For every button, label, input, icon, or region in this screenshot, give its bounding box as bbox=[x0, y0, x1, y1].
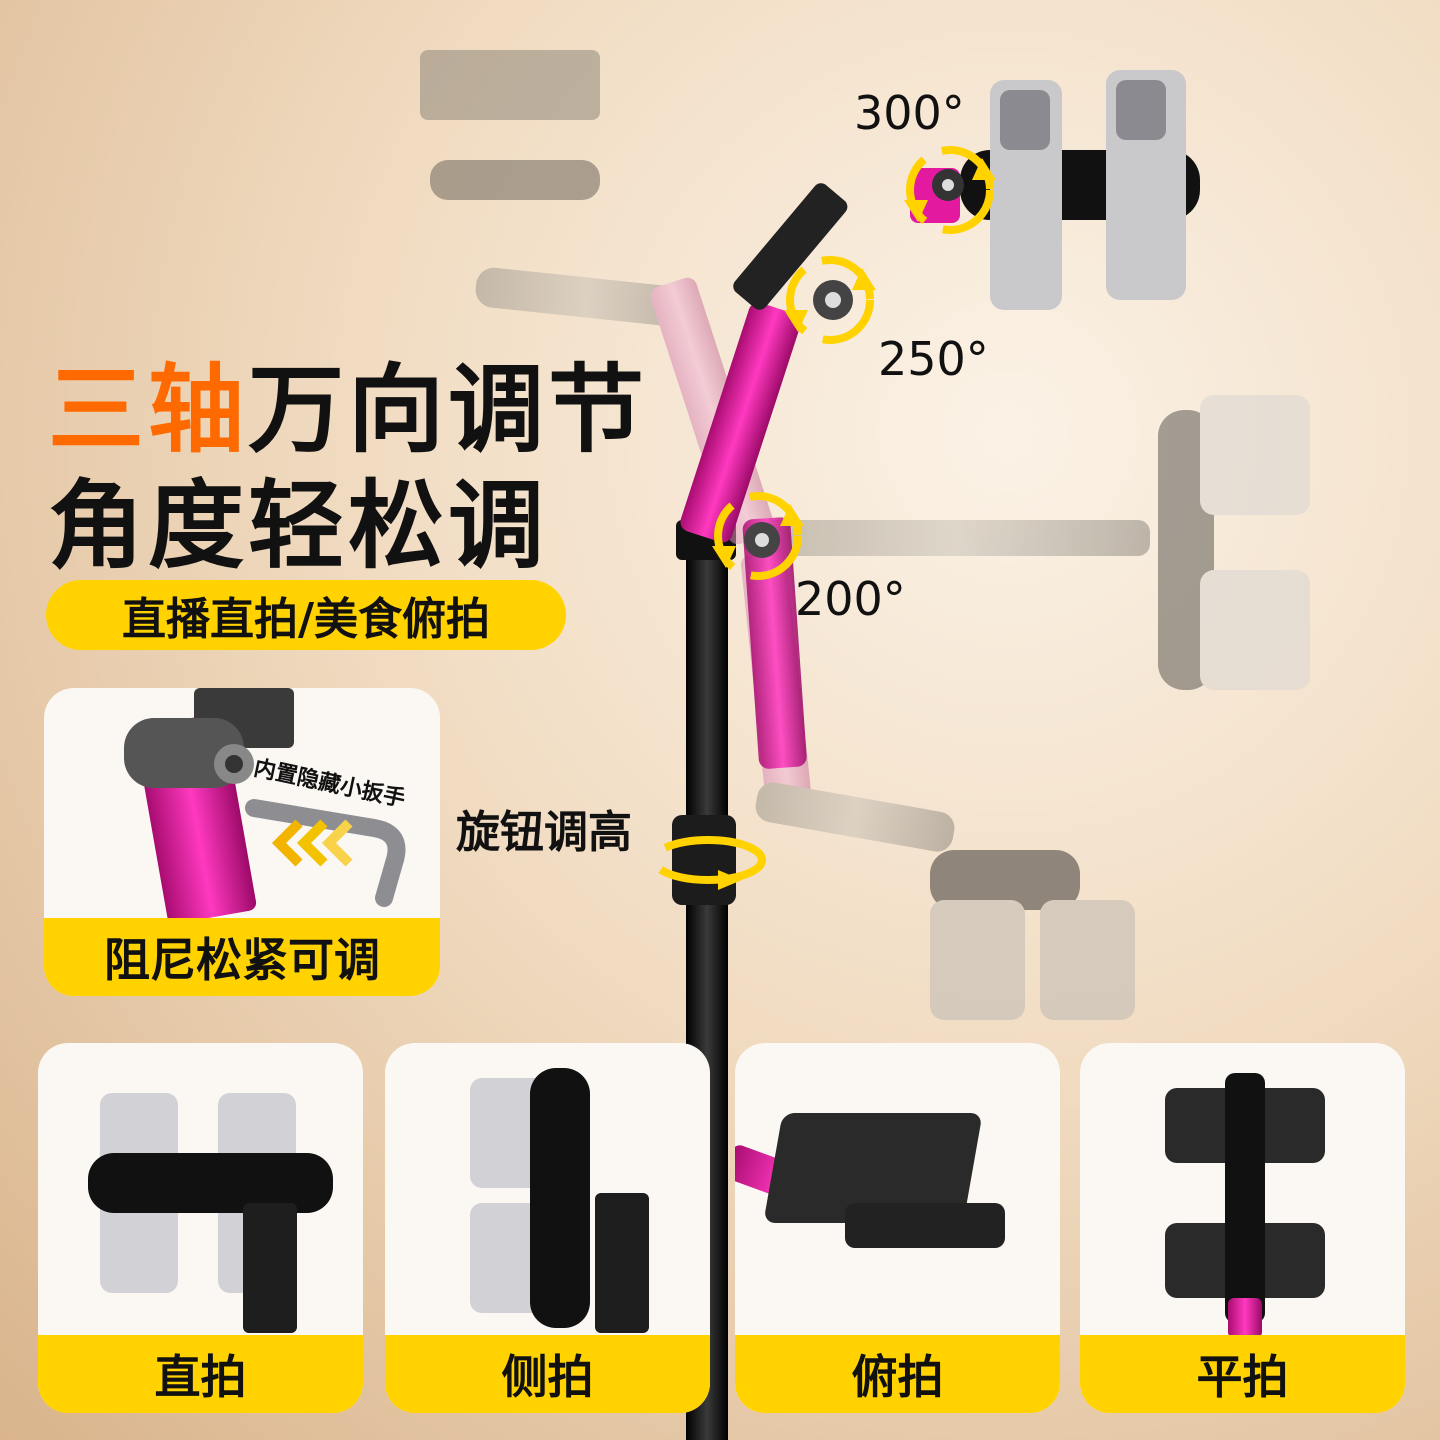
mode-label: 平拍 bbox=[1080, 1335, 1405, 1413]
mode-card-side: 侧拍 bbox=[385, 1043, 710, 1413]
chevron-arrows-icon bbox=[271, 819, 353, 867]
phone-icon bbox=[1165, 1073, 1325, 1338]
damping-card: 阻尼松紧可调 bbox=[44, 688, 440, 996]
angle-200-label: 200° bbox=[795, 572, 906, 626]
mode-card-flat: 平拍 bbox=[1080, 1043, 1405, 1413]
mode-label: 直拍 bbox=[38, 1335, 363, 1413]
headline-accent: 三轴 bbox=[48, 354, 248, 466]
mode-label: 俯拍 bbox=[735, 1335, 1060, 1413]
rotation-arrow-icon bbox=[650, 836, 766, 890]
rotation-arrow-icon bbox=[712, 492, 804, 580]
mode-label: 侧拍 bbox=[385, 1335, 710, 1413]
phone-icon bbox=[735, 1113, 1005, 1248]
hinge-illustration bbox=[124, 688, 406, 924]
knob-height-label: 旋钮调高 bbox=[456, 807, 632, 858]
angle-250-label: 250° bbox=[878, 332, 989, 386]
phone-icon bbox=[88, 1093, 333, 1333]
rotation-arrow-icon bbox=[904, 146, 996, 234]
headline-rest: 万向调节 bbox=[248, 354, 648, 466]
rotation-arrow-icon bbox=[784, 256, 876, 344]
angle-300-label: 300° bbox=[854, 86, 965, 140]
mode-card-overhead: 俯拍 bbox=[735, 1043, 1060, 1413]
damping-label: 阻尼松紧可调 bbox=[44, 918, 440, 996]
headline-line1: 三轴万向调节 bbox=[48, 332, 648, 471]
headline-line2: 角度轻松调 bbox=[48, 470, 548, 582]
subtitle-pill: 直播直拍/美食俯拍 bbox=[46, 580, 566, 650]
phone-icon bbox=[470, 1068, 649, 1333]
mode-card-vertical: 直拍 bbox=[38, 1043, 363, 1413]
